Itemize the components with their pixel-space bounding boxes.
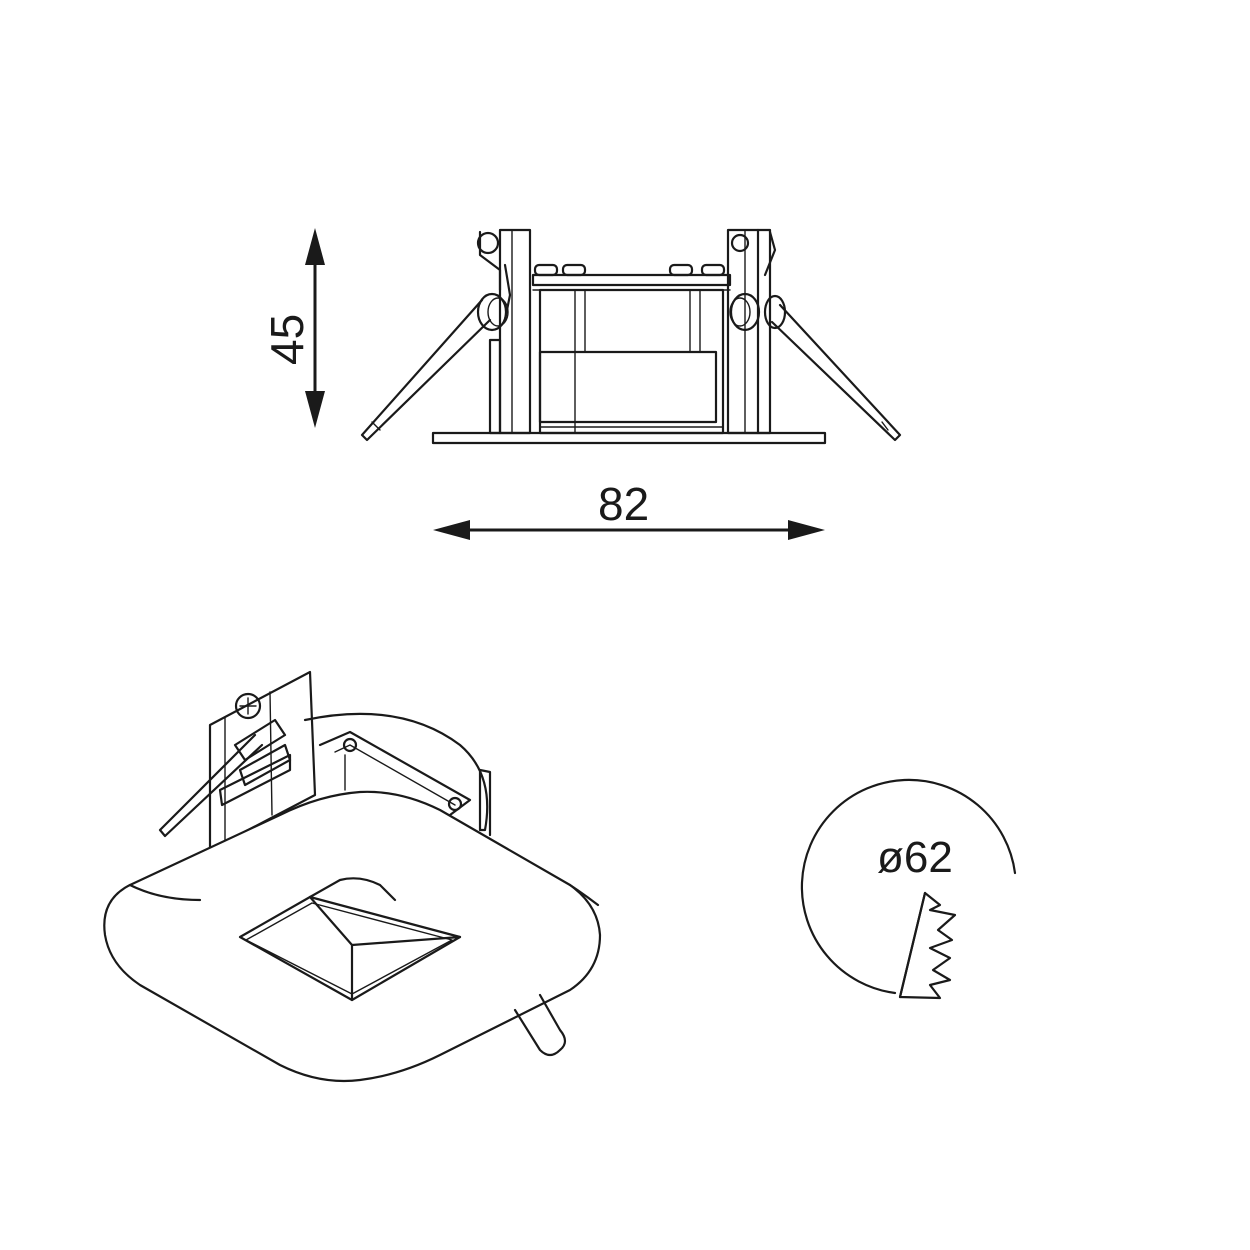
- fixture-side-outline: [360, 228, 902, 445]
- cutout-saw-edge: [898, 891, 957, 1000]
- height-arrow-bottom: [305, 391, 325, 428]
- spring-coil-right: [729, 292, 761, 332]
- width-dimension: 82: [433, 478, 825, 540]
- right-bracket: [726, 228, 760, 435]
- top-plate: [531, 273, 732, 287]
- screw-hole: [342, 737, 358, 753]
- bracket-screw-iso: [234, 692, 262, 720]
- isometric-view: [103, 670, 602, 1083]
- width-dimension-label: 82: [598, 478, 649, 530]
- cutout-dimension-label: ø62: [877, 833, 953, 882]
- spring-arm-bottom: [513, 993, 567, 1057]
- cutout-detail: ø62: [800, 778, 1017, 1000]
- left-bracket: [498, 228, 532, 435]
- bracket-screw: [730, 233, 750, 253]
- bracket-iso: [208, 670, 317, 852]
- screw-head: [533, 263, 559, 277]
- body-housing: [538, 288, 725, 435]
- round-housing: [303, 712, 489, 832]
- heatsink-block: [538, 350, 718, 424]
- screw-hole: [447, 796, 463, 812]
- bottom-flange: [431, 431, 827, 445]
- bracket-screw: [476, 231, 500, 255]
- screw-head: [561, 263, 587, 277]
- height-arrow-top: [305, 228, 325, 265]
- screw-head: [700, 263, 726, 277]
- height-dimension-label: 45: [261, 314, 313, 365]
- spring-arm-left: [360, 298, 492, 442]
- side-view: 45 82: [261, 228, 902, 540]
- width-arrow-right: [788, 520, 825, 540]
- spring-iso: [158, 733, 264, 838]
- square-trim: [103, 790, 602, 1083]
- screw-head: [668, 263, 694, 277]
- cutout-circle: [800, 778, 1017, 995]
- spring-arm-right: [770, 303, 902, 442]
- height-dimension: 45: [261, 228, 325, 428]
- width-arrow-left: [433, 520, 470, 540]
